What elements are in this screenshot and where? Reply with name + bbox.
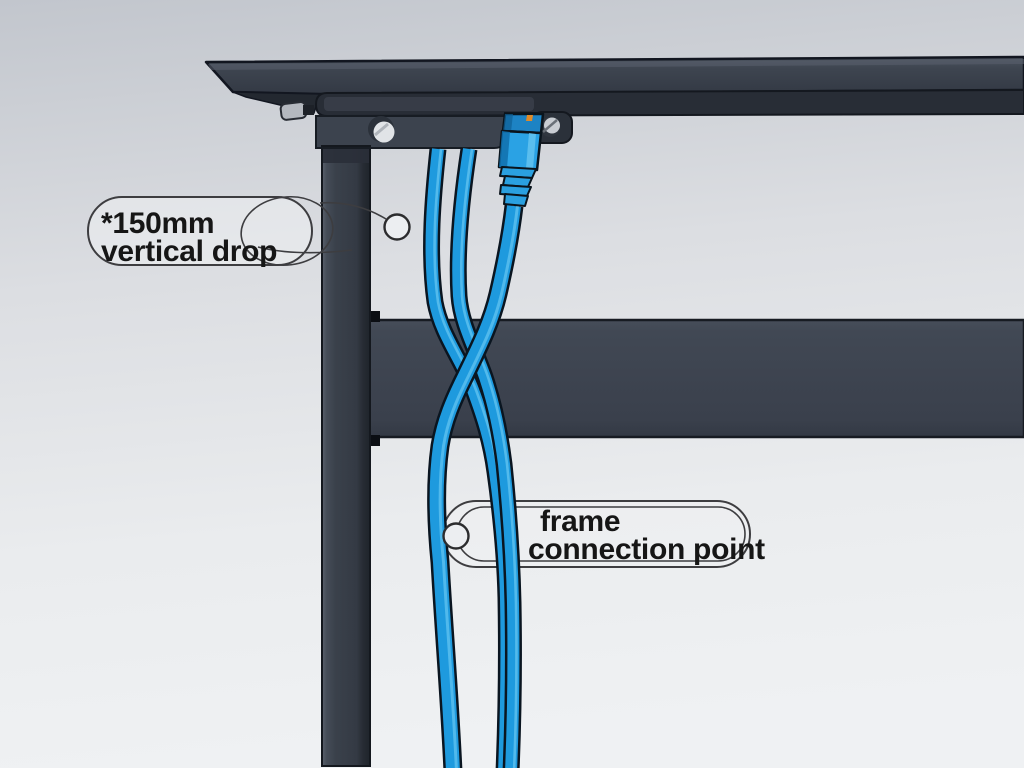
callout-frame-connection-fill [443,501,750,567]
crossbar-joint-bottom [367,435,380,446]
bracket-hole-glint [374,122,389,137]
power-plug [497,112,545,207]
leg-top-shade [323,147,369,163]
clip-anchor [303,105,314,115]
plug-body-shade [499,131,510,168]
vertical-drop-marker-circle [383,213,411,241]
cable-clip [279,101,308,121]
desk-leg [321,145,371,767]
frame-connection-marker-circle [442,522,470,550]
cable-bundle [423,147,524,768]
power-cable [429,205,521,768]
rail-inset-panel [324,97,534,111]
power-cable-highlight [438,205,519,768]
plug-collar-shade [503,114,513,132]
plug-orange-tick [526,115,533,121]
mounting-bracket [315,115,508,149]
frame-connection-label-line1: frame [540,505,620,538]
plug-body-highlight [526,133,536,169]
vertical-drop-label-line1: *150mm [101,207,214,240]
bracket-hole [373,121,395,143]
frame-connection-label-line2: connection point [528,533,765,566]
desktop-top-highlight [208,59,1024,70]
callout-vertical-drop-leader [319,201,387,220]
vertical-drop-label-line2: vertical drop [101,235,277,268]
screw-slot [542,119,558,133]
crossbar-joint-top [367,311,380,322]
plug-rib-4 [503,193,529,207]
callout-vertical-drop-loop [240,195,334,267]
callout-vertical-drop-fill [88,197,312,265]
callout-vertical-drop-tail [257,246,353,254]
cable-b-highlight [459,148,518,768]
callout-vertical-drop-bubble [87,196,313,266]
cable-b [452,148,520,768]
